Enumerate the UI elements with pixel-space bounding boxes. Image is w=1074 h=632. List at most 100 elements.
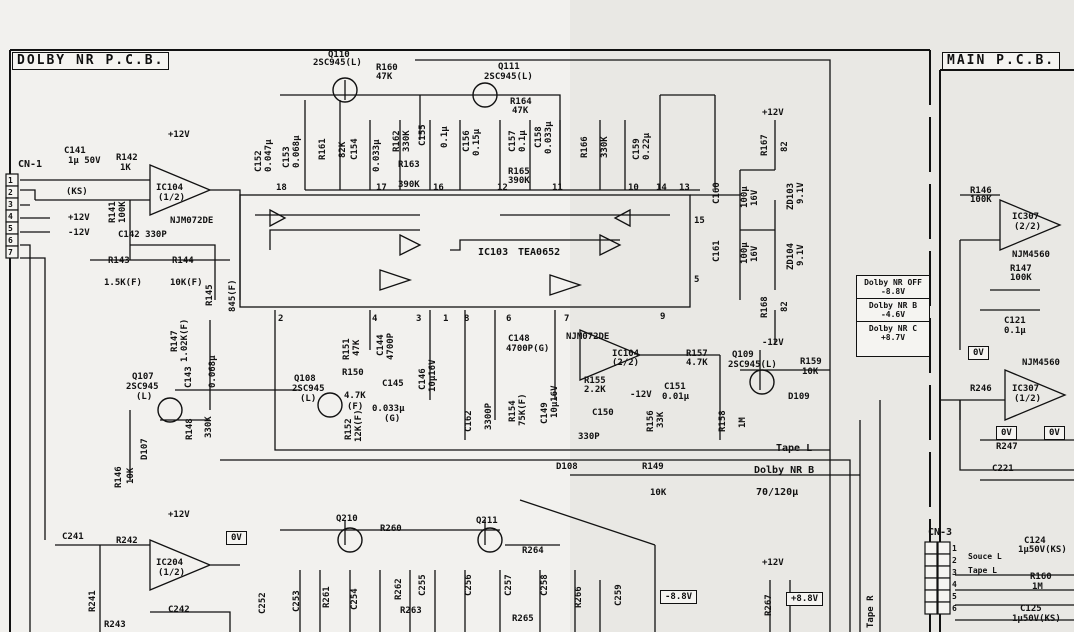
q109-ref: Q109 <box>732 350 754 360</box>
scan-page-overlay <box>570 0 1074 632</box>
ic307b-name: IC307 <box>1012 384 1040 394</box>
r156-ref: R156 <box>646 410 656 432</box>
ic103-type: TEA0652 <box>518 247 561 258</box>
q111-ref: Q111 <box>498 62 520 72</box>
c154-value: 0.033μ <box>372 139 382 172</box>
plus88-box: +8.8V <box>786 592 824 606</box>
pin-14: 14 <box>656 183 667 193</box>
zd103-value: 9.1V <box>796 182 806 204</box>
cn1-pin-3: 3 <box>8 200 13 209</box>
r265-label: R265 <box>512 614 534 624</box>
r161-ref: R161 <box>318 138 328 160</box>
r147-ref: R147 <box>170 330 180 352</box>
r160m-ref: R160 <box>1030 572 1052 582</box>
r168-value: 82 <box>780 301 790 312</box>
main-board-title: MAIN P.C.B. <box>942 52 1061 70</box>
cn3-pin-5: 5 <box>952 592 957 601</box>
c152-ref: C152 <box>254 150 264 172</box>
r165-value: 390K <box>508 176 530 186</box>
c146-ref: C146 <box>418 368 428 390</box>
c121-value: 0.1μ <box>1004 326 1026 336</box>
r151-value: 47K <box>352 339 362 356</box>
c154-ref: C154 <box>350 138 360 160</box>
r241-label: R241 <box>88 590 98 612</box>
d107-label: D107 <box>140 438 150 460</box>
r260-label: R260 <box>380 524 402 534</box>
r152-value: 12K(F) <box>354 409 364 442</box>
cn3-tape-l: Tape L <box>968 566 997 575</box>
ic307b-type: NJM4560 <box>1022 358 1060 368</box>
r266-label: R266 <box>574 586 584 608</box>
r142-value: 1K <box>120 163 131 173</box>
cn1-pin-1: 1 <box>8 176 13 185</box>
legend-c-mode: Dolby NR C <box>868 324 918 333</box>
r154-ref: R154 <box>508 400 518 422</box>
r267-label: R267 <box>764 594 774 616</box>
c255-label: C255 <box>418 574 428 596</box>
r155-value: 2.2K <box>584 385 606 395</box>
r157-ref: R157 <box>686 349 708 359</box>
r167-ref: R167 <box>760 134 770 156</box>
r166-value: 330K <box>600 136 610 158</box>
legend-off-mode: Dolby NR OFF <box>864 278 922 287</box>
r152-ref: R152 <box>344 418 354 440</box>
main-ov-box-1: 0V <box>968 346 989 360</box>
ic104a-part: (1/2) <box>158 193 186 203</box>
ic104a-supply: +12V <box>168 130 190 140</box>
r143-ref: R143 <box>108 256 130 266</box>
q211-ref: Q211 <box>476 516 498 526</box>
main-ov-box-2: 0V <box>996 426 1017 440</box>
ic204-supply: +12V <box>168 510 190 520</box>
c155-value: 0.1μ <box>440 126 450 148</box>
c253-label: C253 <box>292 590 302 612</box>
legend-row-c: Dolby NR C +8.7V <box>857 322 929 344</box>
pin-6: 6 <box>506 314 512 324</box>
c143-ref: C143 <box>184 366 194 388</box>
c153-ref: C153 <box>282 146 292 168</box>
signal-eq-time: 70/120μ <box>756 487 799 498</box>
r164-ref: R164 <box>510 97 532 107</box>
legend-row-b: Dolby NR B -4.6V <box>857 299 929 322</box>
r160-value: 47K <box>376 72 393 82</box>
r163-ref: R163 <box>398 160 420 170</box>
ic204-part: (1/2) <box>158 568 186 578</box>
legend-row-off: Dolby NR OFF -8.8V <box>857 276 929 299</box>
r162-ref: R162 <box>392 130 402 152</box>
ic104b-type: NJM072DE <box>566 332 610 342</box>
pin-4: 4 <box>372 314 378 324</box>
c125-ref: C125 <box>1020 604 1042 614</box>
r141-ref: R141 <box>108 201 118 223</box>
supply-plus12: +12V <box>762 108 784 118</box>
c158-value: 0.033μ <box>544 121 554 154</box>
r146m-ref: R146 <box>970 186 992 196</box>
r146-ref: R146 <box>114 466 124 488</box>
c141-ref: C141 <box>64 146 86 156</box>
ic204-name: IC204 <box>156 558 184 568</box>
r166-ref: R166 <box>580 136 590 158</box>
q109-type: 2SC945(L) <box>728 360 777 370</box>
cn3-label: CN-3 <box>928 527 953 538</box>
pin-11: 11 <box>552 183 563 193</box>
q210-ref: Q210 <box>336 514 358 524</box>
r150-value: 4.7K <box>344 391 366 401</box>
zd103-ref: ZD103 <box>786 182 796 210</box>
ic104a-type: NJM072DE <box>170 216 214 226</box>
c162-ref: C162 <box>464 410 474 432</box>
supply-minus12: -12V <box>762 338 784 348</box>
c157-ref: C157 <box>508 130 518 152</box>
r148-ref: R148 <box>185 418 195 440</box>
r165-ref: R165 <box>508 167 530 177</box>
minus88-box: -8.8V <box>660 590 698 604</box>
c141-type: (KS) <box>66 187 88 197</box>
r159-value: 10K <box>802 367 819 377</box>
c162-value: 3300P <box>484 402 494 430</box>
r243-label: R243 <box>104 620 126 630</box>
pin-15: 15 <box>694 216 705 226</box>
q110-type: 2SC945(L) <box>313 58 362 68</box>
c150-value: 330P <box>578 432 600 442</box>
r149-value: 10K <box>650 488 667 498</box>
c145-value: 0.033μ <box>372 404 405 414</box>
r142-ref: R142 <box>116 153 138 163</box>
